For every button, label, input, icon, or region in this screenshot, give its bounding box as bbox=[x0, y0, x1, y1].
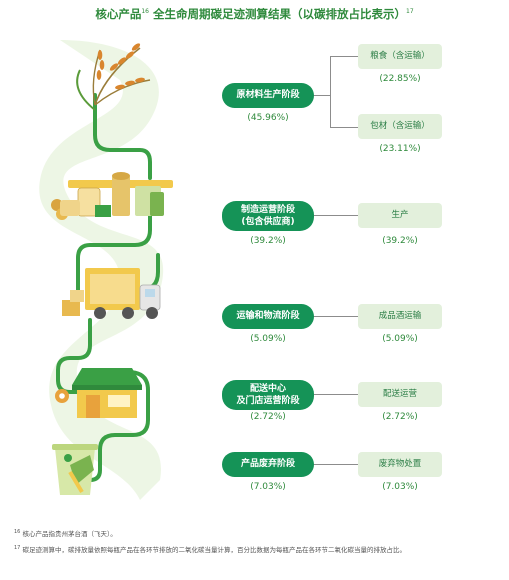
footnote-17-ref: 17 bbox=[14, 544, 21, 551]
stage-raw-material-label: 原材料生产阶段 bbox=[222, 83, 314, 108]
detail-shipping-percent: (5.09%) bbox=[382, 334, 418, 344]
footnote-17: 17 碳足迹测算中，碳排放量依照每瓶产品在各环节排放的二氧化碳当量计算，百分比数… bbox=[14, 544, 406, 554]
stage-transport-label: 运输和物流阶段 bbox=[222, 304, 314, 329]
stage-manufacturing-label: 制造运营阶段 (包含供应商) bbox=[222, 201, 314, 231]
connector-stage3 bbox=[313, 316, 358, 317]
detail-packaging-percent: (23.11%) bbox=[379, 144, 421, 154]
stage-raw-material-percent: (45.96%) bbox=[247, 113, 289, 123]
title-part1: 核心产品 bbox=[95, 7, 142, 21]
detail-packaging-label: 包材（含运输） bbox=[358, 114, 442, 139]
detail-distribution-label: 配送运营 bbox=[358, 382, 442, 407]
connector-stage5 bbox=[313, 464, 358, 465]
footnote-16: 16 核心产品指贵州茅台酒（飞天）。 bbox=[14, 528, 117, 538]
detail-production-label: 生产 bbox=[358, 203, 442, 228]
detail-distribution-percent: (2.72%) bbox=[382, 412, 418, 422]
stage-disposal-label: 产品废弃阶段 bbox=[222, 452, 314, 477]
factory-icon bbox=[51, 172, 173, 220]
stage-distribution-line2: 及门店运营阶段 bbox=[236, 396, 300, 406]
page-title: 核心产品16 全生命周期碳足迹测算结果（以碳排放占比表示）17 bbox=[0, 6, 509, 22]
stage-manufacturing-line1: 制造运营阶段 bbox=[240, 205, 295, 215]
footnote-16-text: 核心产品指贵州茅台酒（飞天）。 bbox=[22, 530, 117, 538]
connector-stage1-3 bbox=[330, 56, 358, 57]
connector-stage1-1 bbox=[313, 95, 330, 96]
title-ref2: 17 bbox=[406, 8, 414, 16]
detail-shipping-label: 成品酒运输 bbox=[358, 304, 442, 329]
detail-grain-percent: (22.85%) bbox=[379, 74, 421, 84]
recycle-bin-icon bbox=[52, 444, 98, 495]
footnote-17-text: 碳足迹测算中，碳排放量依照每瓶产品在各环节排放的二氧化碳当量计算，百分比数据为每… bbox=[22, 546, 406, 554]
title-ref1: 16 bbox=[141, 8, 149, 16]
stage-disposal-percent: (7.03%) bbox=[250, 482, 286, 492]
background-band bbox=[39, 40, 164, 500]
detail-production-percent: (39.2%) bbox=[382, 236, 418, 246]
stage-manufacturing-line2: (包含供应商) bbox=[241, 217, 295, 227]
footnote-16-ref: 16 bbox=[14, 528, 21, 535]
wheat-icon bbox=[76, 43, 151, 111]
stage-distribution-label: 配送中心 及门店运营阶段 bbox=[222, 380, 314, 410]
connector-stage2 bbox=[313, 215, 358, 216]
title-part2: 全生命周期碳足迹测算结果（以碳排放占比表示） bbox=[153, 7, 406, 21]
truck-icon bbox=[62, 268, 161, 319]
stage-manufacturing-percent: (39.2%) bbox=[250, 236, 286, 246]
detail-disposal-label: 废弃物处置 bbox=[358, 452, 442, 477]
connector-stage4 bbox=[313, 394, 358, 395]
connector-stage1-4 bbox=[330, 127, 358, 128]
stage-transport-percent: (5.09%) bbox=[250, 334, 286, 344]
store-icon bbox=[55, 368, 142, 418]
detail-disposal-percent: (7.03%) bbox=[382, 482, 418, 492]
stage-distribution-line1: 配送中心 bbox=[249, 384, 286, 394]
detail-grain-label: 粮食（含运输） bbox=[358, 44, 442, 69]
connector-stage1-2 bbox=[330, 56, 331, 128]
stage-distribution-percent: (2.72%) bbox=[250, 412, 286, 422]
